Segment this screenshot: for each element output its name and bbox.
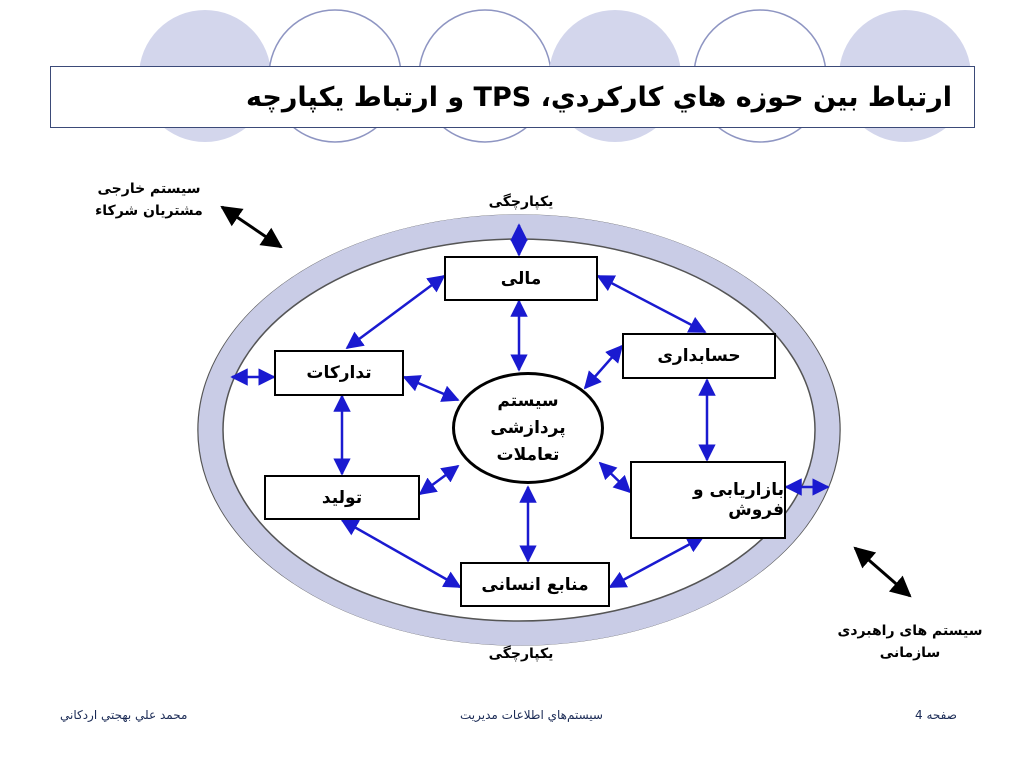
slide-title: ارتباط بين حوزه هاي كاركردي، TPS و ارتبا… xyxy=(246,81,952,113)
center-label: سیستم پردازشی تعاملات xyxy=(490,390,566,465)
node-marketing: بازاریابی و فروش xyxy=(630,461,786,539)
node-procurement: تدارکات xyxy=(274,350,404,396)
arrow-finance-accounting xyxy=(596,274,707,334)
external-bottom-right: سیستم های راهبردی سازمانی xyxy=(837,623,983,661)
title-box: ارتباط بين حوزه هاي كاركردي، TPS و ارتبا… xyxy=(50,66,975,128)
node-center-tps: سیستم پردازشی تعاملات xyxy=(452,372,604,484)
ring-label-bottom: یکپارچگی xyxy=(488,646,554,662)
ring-label-top: یکپارچگی xyxy=(488,194,554,210)
arrow-external-left xyxy=(220,205,283,249)
arrow-accounting-center xyxy=(583,344,624,390)
node-accounting: حسابداری xyxy=(622,333,776,379)
footer-page: صفحه 4 xyxy=(915,708,957,722)
arrow-production-center xyxy=(418,464,460,496)
arrow-finance-procurement xyxy=(345,274,446,350)
footer-course: سيستم‌هاي اطلاعات مديريت xyxy=(460,708,603,722)
arrow-production-hr xyxy=(340,518,462,589)
arrow-marketing-center xyxy=(598,461,632,494)
node-finance: مالی xyxy=(444,256,598,301)
arrow-hr-marketing xyxy=(608,535,705,589)
node-hr: منابع انسانی xyxy=(460,562,610,607)
arrow-external-right xyxy=(853,546,912,598)
external-top-left: سیستم خارجی مشتریان شرکاء xyxy=(95,181,203,219)
node-production: تولید xyxy=(264,475,420,520)
footer-author: محمد علي بهجتي اردكاني xyxy=(60,708,188,722)
arrow-procurement-center xyxy=(402,375,460,402)
